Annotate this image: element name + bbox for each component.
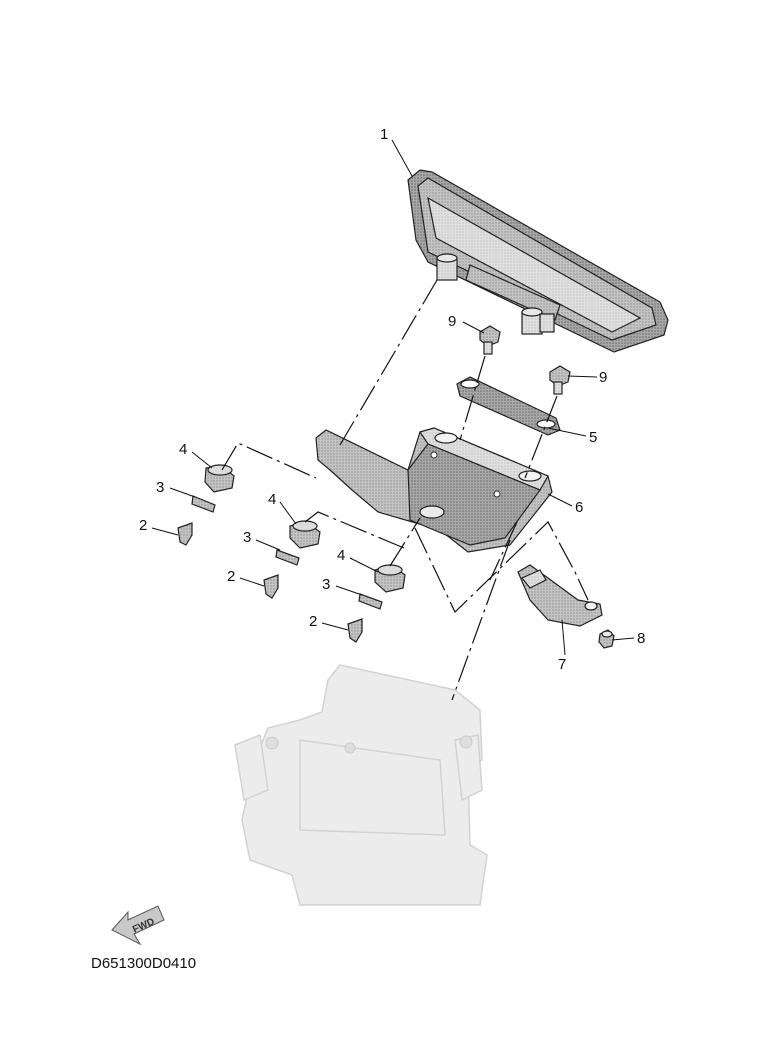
callout-4-a: 4 (179, 441, 187, 458)
callout-3-a: 3 (156, 479, 164, 496)
callout-3-b: 3 (243, 529, 251, 546)
callout-labels: 1 9 9 5 6 4 3 2 4 3 2 4 3 2 8 7 (139, 126, 645, 673)
diagram-code: D651300D0410 (91, 955, 196, 972)
fwd-arrow-icon: FWD (111, 905, 165, 946)
callout-6: 6 (575, 499, 583, 516)
callout-4-b: 4 (268, 491, 276, 508)
grommet-set-b (263, 520, 321, 599)
callout-7: 7 (558, 656, 566, 673)
grommet-set-a (177, 464, 235, 546)
callout-1: 1 (380, 126, 388, 143)
nut (598, 629, 615, 649)
callout-9-left: 9 (448, 313, 456, 330)
damper-plate (456, 376, 561, 436)
meter-cover (517, 564, 603, 627)
callout-2-c: 2 (309, 613, 317, 630)
grommet-set-c (347, 564, 406, 643)
callout-8: 8 (637, 630, 645, 647)
callout-2-a: 2 (139, 517, 147, 534)
meter-bracket (315, 427, 553, 553)
callout-9-right: 9 (599, 369, 607, 386)
bolt-left (479, 325, 501, 355)
callout-4-c: 4 (337, 547, 345, 564)
callout-2-b: 2 (227, 568, 235, 585)
leader-lines (151, 139, 635, 656)
assembly-lines (221, 279, 589, 701)
callout-5: 5 (589, 429, 597, 446)
callout-3-c: 3 (322, 576, 330, 593)
ghost-frame-bracket (234, 664, 488, 906)
bolt-right (549, 365, 571, 395)
meter-assembly (407, 169, 669, 353)
